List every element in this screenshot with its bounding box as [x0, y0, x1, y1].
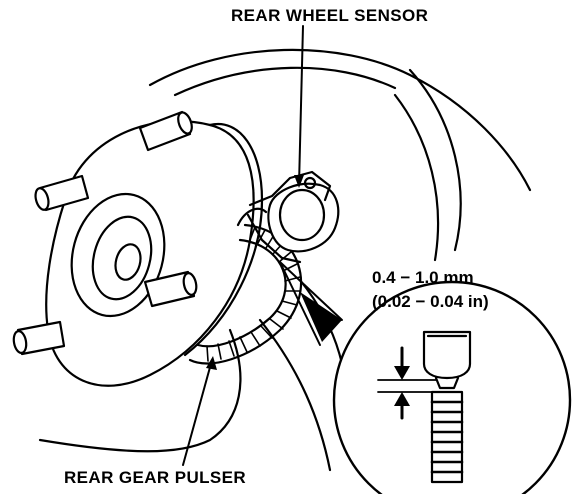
sensor-leader-arrow [294, 175, 304, 188]
gap-arrow-down-head [394, 366, 410, 380]
hub-center-inner [91, 215, 153, 301]
backing-plate-right [408, 68, 462, 252]
wheel-stud-left [34, 174, 90, 212]
backing-plate-outline [148, 48, 532, 192]
sensor-bolt [303, 176, 317, 190]
sensor-leader [298, 25, 304, 186]
hub-center-core [114, 243, 142, 281]
detail-pulser-teeth [430, 400, 464, 474]
sensor-bracket [236, 207, 268, 227]
gap-arrow-up-head [394, 392, 410, 406]
wheel-stud-top [138, 110, 193, 152]
callout-wedge [279, 261, 343, 346]
pulser-leader-arrow [206, 356, 217, 370]
backing-plate-right-2 [393, 93, 440, 262]
gap-spec-mm: 0.4 − 1.0 mm [372, 268, 474, 287]
wheel-stud-right [143, 270, 198, 308]
detail-sensor-tip [422, 330, 472, 380]
wheel-stud-bottom [12, 320, 66, 356]
knuckle-lower [38, 328, 242, 453]
pulser-leader [182, 359, 213, 466]
rear-gear-pulser-label: REAR GEAR PULSER [64, 468, 247, 487]
detail-pulser-bar [430, 390, 464, 484]
wheel-sensor-face [278, 188, 326, 242]
rear-wheel-sensor-label: REAR WHEEL SENSOR [231, 6, 429, 25]
hub-flange-edge [183, 122, 264, 357]
callout-wedge-fill [300, 292, 342, 342]
backing-plate-inner [173, 66, 397, 97]
detail-sensor-nose [434, 376, 460, 390]
gap-spec-in: (0.02 − 0.04 in) [372, 292, 489, 311]
